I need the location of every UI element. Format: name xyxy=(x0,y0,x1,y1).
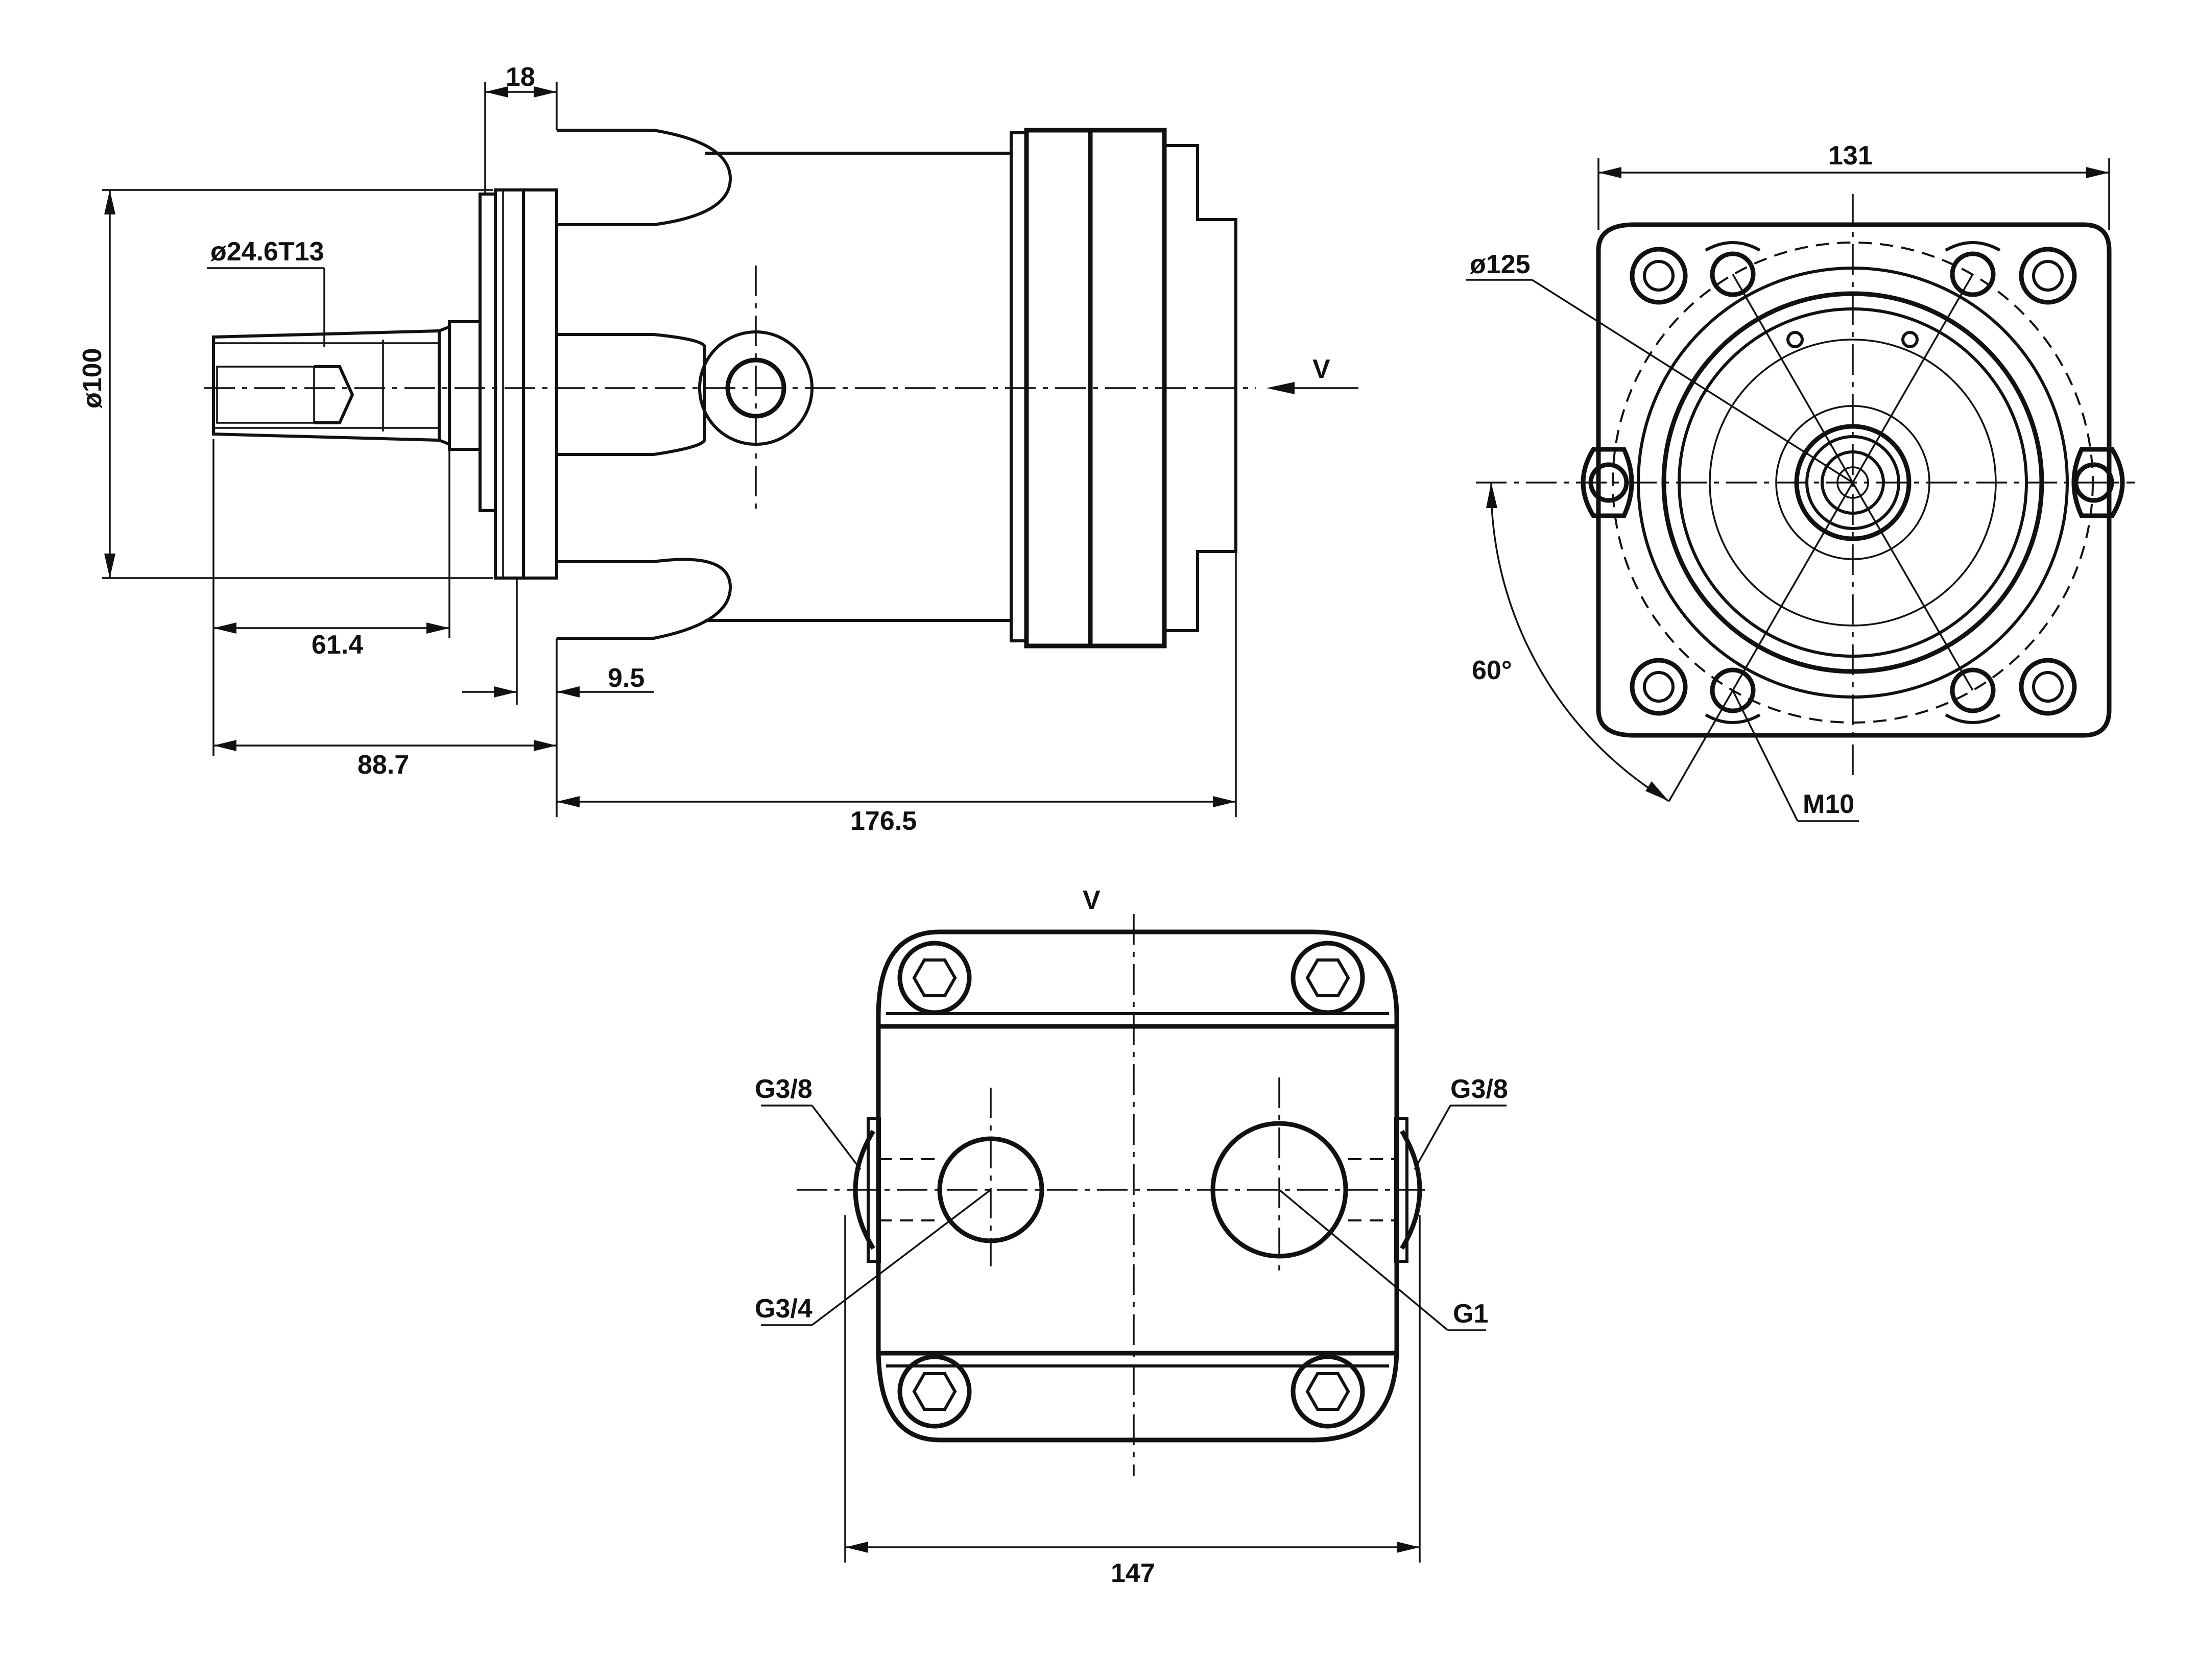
shaft xyxy=(212,320,482,451)
port-left-main-text: G3/4 xyxy=(755,1294,813,1324)
dim-body-length: 176.5 xyxy=(557,551,1237,836)
side-view: V 18 ø100 ø24.6T13 xyxy=(78,62,1358,836)
rear-view-label: V xyxy=(1083,885,1101,915)
rear-cover xyxy=(876,929,1399,1443)
dim-bolt-circle-value: ø125 xyxy=(1470,250,1531,279)
dim-front-width-value: 131 xyxy=(1828,141,1873,171)
dim-body-diameter: ø100 xyxy=(78,189,493,579)
dim-body-diameter-value: ø100 xyxy=(78,348,107,409)
dim-pilot: 9.5 xyxy=(462,578,654,817)
label-port-right-small: G3/8 xyxy=(1414,1074,1508,1170)
dim-shaft-length: 61.4 xyxy=(212,439,450,756)
dim-total-shaft: 88.7 xyxy=(213,740,557,780)
dim-thread: M10 xyxy=(1732,690,1859,822)
bolt-holes xyxy=(1705,241,2001,724)
dim-body-length-value: 176.5 xyxy=(850,806,917,836)
dim-angle: 60° xyxy=(1472,482,1734,802)
radial-lines xyxy=(1732,274,1974,691)
port-left-small-text: G3/8 xyxy=(755,1074,813,1104)
dim-pilot-value: 9.5 xyxy=(608,663,644,693)
dim-flange-thickness-value: 18 xyxy=(506,62,535,92)
dim-spline-value: ø24.6T13 xyxy=(210,237,324,267)
dim-front-width: 131 xyxy=(1597,141,2110,230)
label-port-right-main: G1 xyxy=(1278,1189,1488,1331)
port-right-small-text: G3/8 xyxy=(1450,1074,1508,1104)
dim-angle-value: 60° xyxy=(1472,656,1512,685)
shaft-bore-section xyxy=(216,366,315,424)
corner-holes xyxy=(1630,247,2077,716)
rear-view: V G3/8 G3/8 G3/4 G1 xyxy=(755,885,1508,1588)
hex-bolts xyxy=(897,941,1365,1429)
label-port-left-small: G3/8 xyxy=(755,1074,862,1170)
dim-rear-width-value: 147 xyxy=(1111,1558,1155,1588)
motor-body xyxy=(557,128,1237,649)
dim-spline: ø24.6T13 xyxy=(207,237,325,347)
view-arrow-label: V xyxy=(1312,354,1330,384)
dim-thread-value: M10 xyxy=(1803,789,1854,819)
dim-rear-width: 147 xyxy=(844,1215,1421,1588)
front-view: 131 ø125 60° M10 xyxy=(1466,141,2135,822)
label-port-left-main: G3/4 xyxy=(755,1189,992,1326)
square-flange xyxy=(1596,222,2112,738)
dim-flange-thickness: 18 xyxy=(484,62,558,194)
port-right-main-text: G1 xyxy=(1453,1299,1488,1329)
mounting-flange xyxy=(479,188,558,580)
view-arrow-v[interactable]: V xyxy=(1267,354,1358,394)
dim-total-shaft-value: 88.7 xyxy=(357,750,409,780)
dim-bolt-circle: ø125 xyxy=(1466,250,1853,484)
dim-shaft-length-value: 61.4 xyxy=(312,630,363,660)
